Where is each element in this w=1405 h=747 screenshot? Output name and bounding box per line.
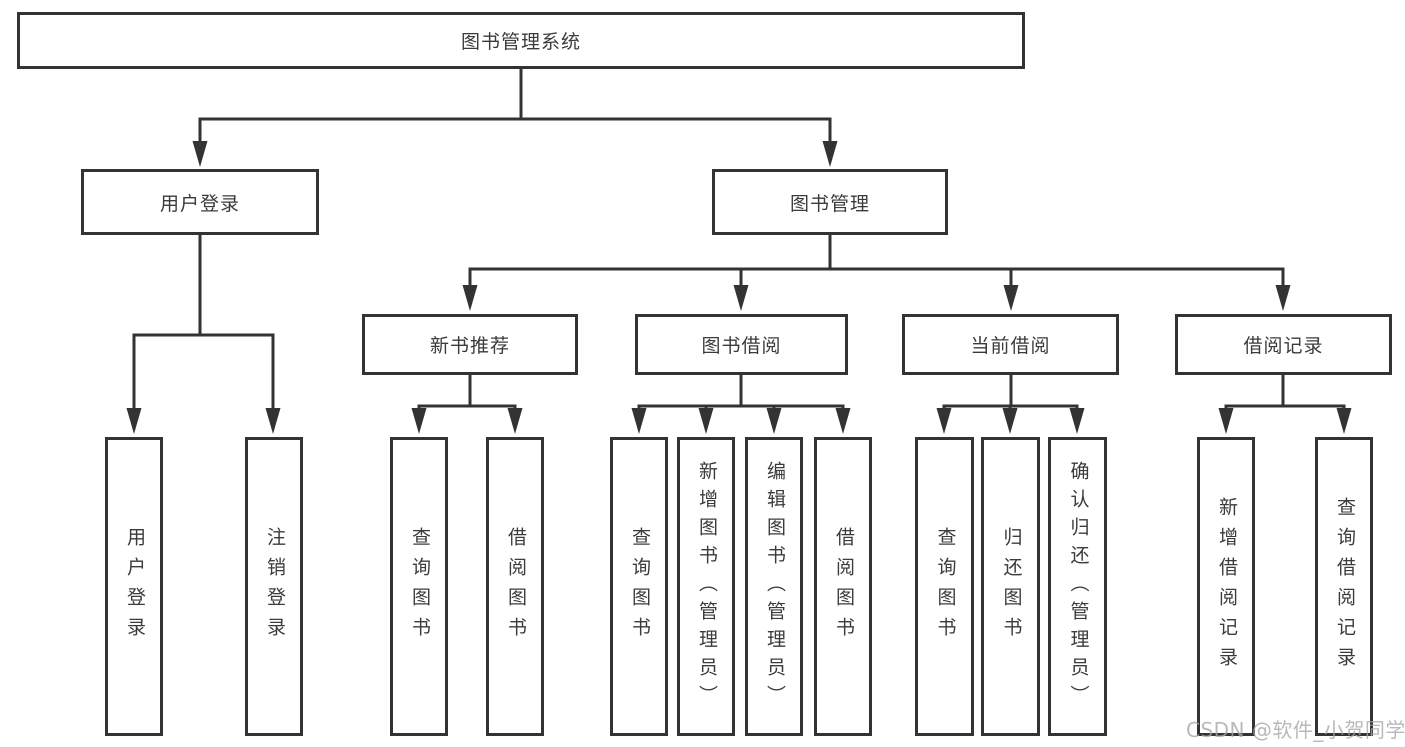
node-label: 编辑图书（管理员）: [763, 460, 786, 713]
leaf-current-return-books: 归还图书: [981, 437, 1040, 736]
node-current-borrowing: 当前借阅: [902, 314, 1119, 375]
leaf-newbook-borrow-books: 借阅图书: [486, 437, 544, 736]
csdn-watermark: CSDN @软件_小贺同学: [1186, 718, 1405, 742]
node-label: 归还图书: [1000, 526, 1023, 647]
leaf-current-confirm-return-admin: 确认归还（管理员）: [1048, 437, 1107, 736]
node-book-management: 图书管理: [712, 169, 948, 235]
node-user-login: 用户登录: [81, 169, 319, 235]
leaf-newbook-query-books: 查询图书: [390, 437, 448, 736]
arrowhead-icons: [126, 141, 1352, 434]
node-borrow-records: 借阅记录: [1175, 314, 1392, 375]
node-label: 查询图书: [934, 526, 957, 647]
node-label: 用户登录: [123, 526, 146, 647]
leaf-records-add-record: 新增借阅记录: [1197, 437, 1255, 736]
node-label: 注销登录: [263, 526, 286, 647]
node-label: 用户登录: [159, 192, 240, 215]
node-label: 确认归还（管理员）: [1067, 460, 1090, 713]
node-new-book-recommend: 新书推荐: [362, 314, 578, 375]
node-label: 新增借阅记录: [1215, 496, 1238, 677]
node-label: 图书管理: [789, 192, 870, 215]
leaf-user-login: 用户登录: [105, 437, 163, 736]
leaf-borrow-edit-books-admin: 编辑图书（管理员）: [745, 437, 803, 736]
leaf-borrow-query-books: 查询图书: [610, 437, 668, 736]
node-label: 查询借阅记录: [1333, 496, 1356, 677]
node-label: 新书推荐: [429, 335, 510, 357]
node-label: 图书管理系统: [460, 31, 581, 53]
leaf-logout: 注销登录: [245, 437, 303, 736]
node-library-management-system: 图书管理系统: [17, 12, 1025, 69]
leaf-current-query-books: 查询图书: [915, 437, 974, 736]
node-label: 查询图书: [628, 526, 651, 647]
node-label: 借阅图书: [832, 526, 855, 647]
node-label: 新增图书（管理员）: [695, 460, 718, 713]
node-book-borrowing: 图书借阅: [635, 314, 848, 375]
node-label: 借阅图书: [504, 526, 527, 647]
node-label: 当前借阅: [970, 335, 1051, 357]
leaf-borrow-borrow-books: 借阅图书: [814, 437, 872, 736]
node-label: 图书借阅: [701, 335, 782, 357]
node-label: 借阅记录: [1243, 335, 1324, 357]
leaf-borrow-add-books-admin: 新增图书（管理员）: [677, 437, 735, 736]
node-label: 查询图书: [408, 526, 431, 647]
leaf-records-query-record: 查询借阅记录: [1315, 437, 1373, 736]
